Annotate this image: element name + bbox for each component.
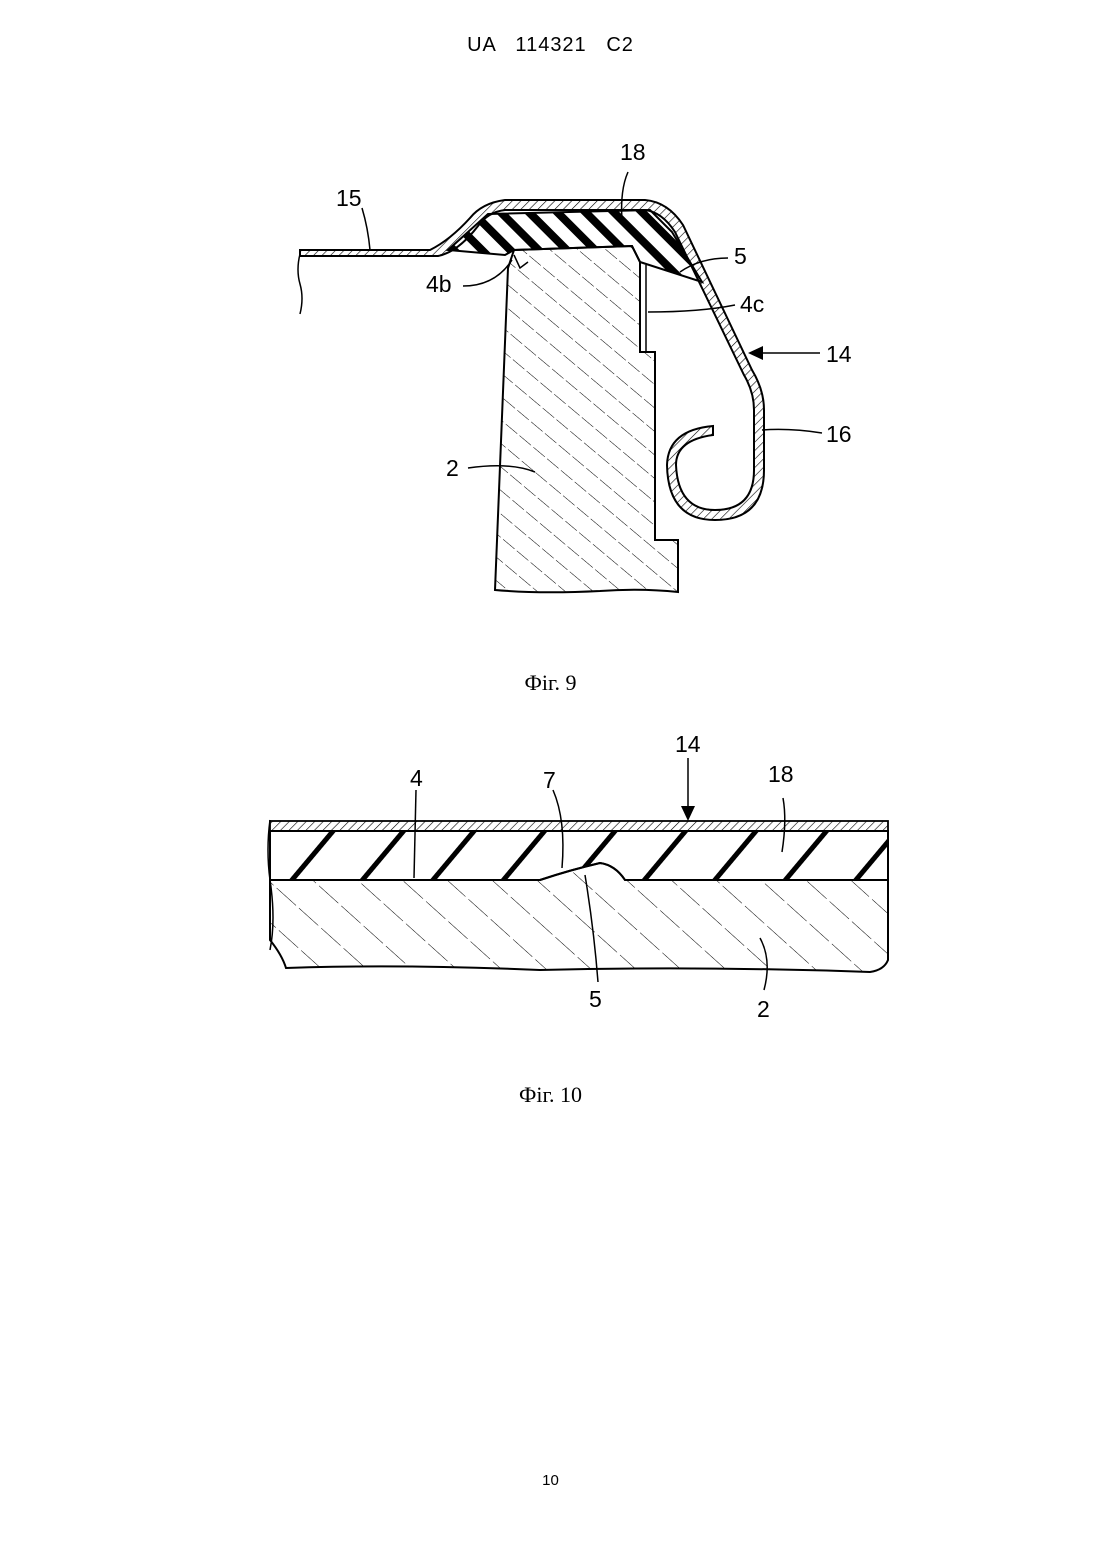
label-18: 18	[620, 139, 646, 165]
label-5: 5	[734, 243, 747, 269]
label-4b: 4b	[426, 271, 452, 297]
cover-14	[270, 821, 888, 831]
figure-9-caption: Фіг. 9	[0, 670, 1101, 696]
label-7: 7	[543, 767, 556, 793]
label-4: 4	[410, 765, 423, 791]
label-15: 15	[336, 185, 362, 211]
label-2: 2	[757, 996, 770, 1022]
page-number: 10	[0, 1472, 1101, 1489]
body-part-2	[495, 246, 678, 592]
label-14: 14	[675, 731, 701, 757]
break-line	[298, 254, 302, 314]
label-16: 16	[826, 421, 852, 447]
figure-10-drawing: 14 18 4 7 5 2	[0, 720, 1101, 1040]
label-4c: 4c	[740, 291, 764, 317]
label-5: 5	[589, 986, 602, 1012]
label-2: 2	[446, 455, 459, 481]
figure-9-drawing: 18 15 5 4b 4c 14 16 2	[0, 0, 1101, 640]
arrow-14-head	[681, 806, 695, 821]
leader-15	[362, 208, 370, 250]
figure-10-caption: Фіг. 10	[0, 1082, 1101, 1108]
label-18: 18	[768, 761, 794, 787]
leader-4b	[463, 260, 512, 286]
arrow-14-head	[748, 346, 763, 360]
leader-16	[762, 429, 822, 433]
label-14: 14	[826, 341, 852, 367]
